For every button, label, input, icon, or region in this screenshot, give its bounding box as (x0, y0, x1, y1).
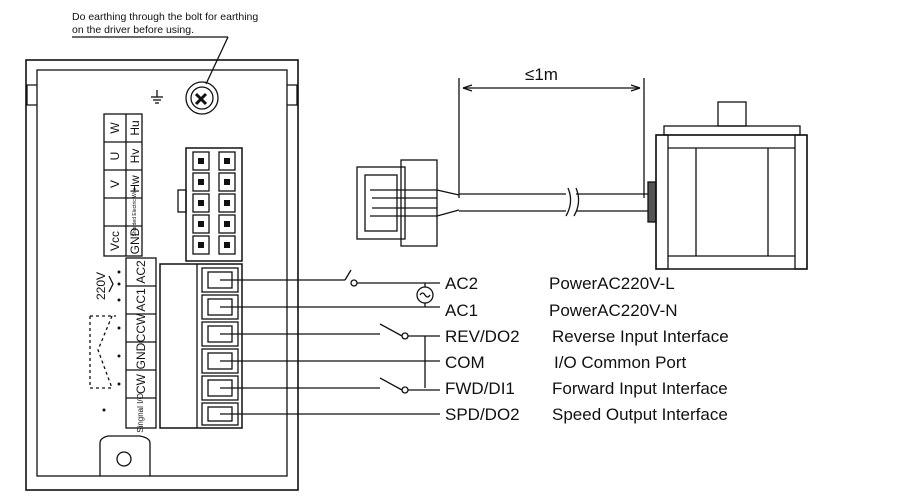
motor-label-v: V (108, 180, 122, 188)
motor-label-shield: Shielded Electric Wire (132, 187, 138, 236)
ground-symbol-icon (151, 90, 163, 104)
voltage-zigzag (108, 275, 114, 293)
motor-label-hv: Hv (128, 149, 142, 164)
terminal-desc-ac1: PowerAC220V-N (549, 301, 678, 320)
cable-dimension (458, 78, 645, 198)
terminal-desc-ac2: PowerAC220V-L (549, 274, 675, 293)
motor-label-vcc: Vcc (108, 231, 122, 251)
mounting-hole (99, 435, 151, 476)
block-label-ac2: AC2 (134, 260, 148, 284)
terminal-desc-fwd: Forward Input Interface (552, 379, 728, 398)
terminal-name-rev: REV/DO2 (445, 327, 520, 346)
terminal-name-spd: SPD/DO2 (445, 405, 520, 424)
terminal-name-fwd: FWD/DI1 (445, 379, 515, 398)
driver-left-bump (26, 84, 37, 106)
terminal-block (159, 263, 243, 429)
terminal-name-com: COM (445, 353, 485, 372)
motor-label-texts: W Hu U Hv V Hw Shielded Electric Wire Vc… (108, 120, 142, 254)
motor-label-panel (103, 113, 143, 257)
driver-right-bump (287, 84, 298, 106)
terminal-name-ac2: AC2 (445, 274, 478, 293)
earthing-bolt (185, 81, 219, 115)
cable-length-label: ≤1m (525, 65, 558, 84)
motor-label-w: W (108, 122, 122, 134)
io-dots (102, 270, 121, 412)
external-wiring (220, 269, 440, 415)
motor-connector-pins (198, 158, 230, 248)
block-label-signal-io: Singnal I/O (136, 393, 145, 433)
driver-housing (25, 59, 299, 491)
motor-connector (177, 147, 243, 262)
block-label-ac1: AC1 (134, 288, 148, 312)
motor-label-u: U (108, 152, 122, 161)
note-line-1: Do earthing through the bolt for earthin… (72, 11, 258, 23)
terminal-name-ac1: AC1 (445, 301, 478, 320)
motor-label-gnd: GND (128, 227, 142, 254)
terminal-desc-rev: Reverse Input Interface (552, 327, 729, 346)
voltage-label: 220V (94, 272, 108, 300)
terminal-desc-spd: Speed Output Interface (552, 405, 728, 424)
terminal-descriptions: AC2 PowerAC220V-L AC1 PowerAC220V-N REV/… (445, 274, 729, 424)
io-dotted-guide (89, 315, 116, 389)
motor-body (647, 101, 808, 270)
terminal-block-labels: AC2 AC1 CCW GND CW Singnal I/O (134, 260, 148, 433)
motor-label-hw: Hw (128, 175, 142, 193)
terminal-desc-com: I/O Common Port (554, 353, 687, 372)
motor-label-hu: Hu (128, 120, 142, 135)
motor-plug (356, 159, 460, 247)
block-label-cw: CW (134, 373, 148, 394)
motor-cable (459, 187, 648, 217)
terminal-label-panel (125, 257, 157, 429)
block-label-gnd: GND (134, 342, 148, 369)
block-label-ccw: CCW (134, 313, 148, 342)
note-line-2: on the driver before using. (72, 24, 194, 36)
